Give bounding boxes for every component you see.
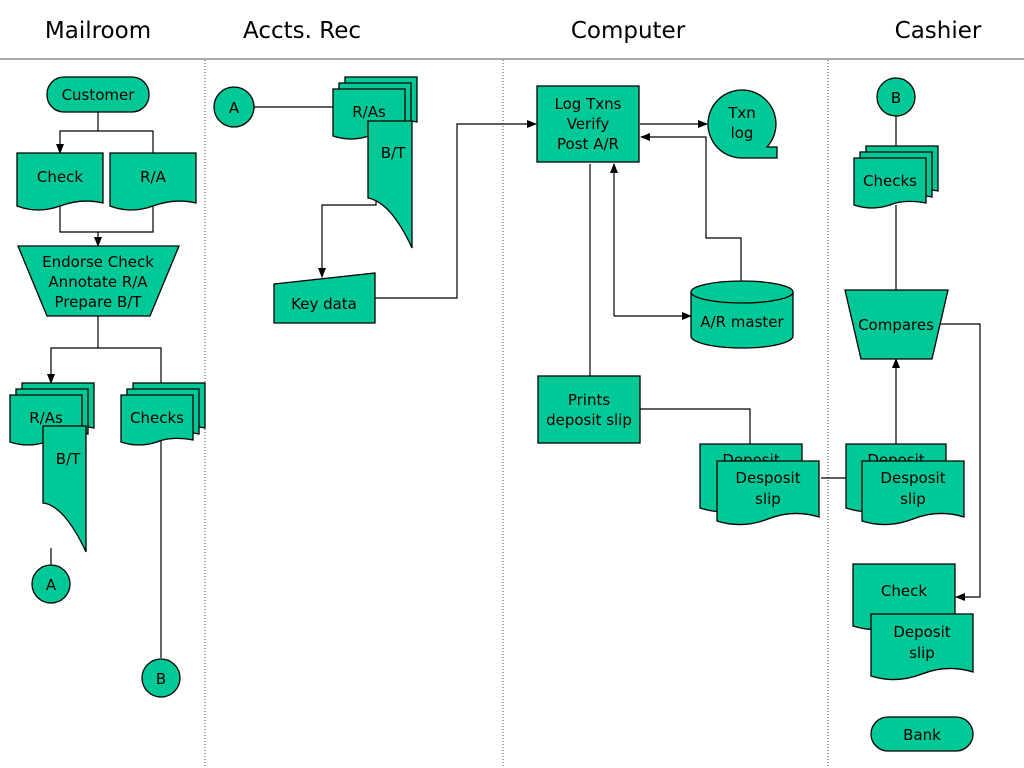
- bank-label: Bank: [903, 726, 941, 744]
- bt-document: B/T: [42, 425, 87, 553]
- connector-b-label: B: [156, 670, 166, 688]
- customer-label: Customer: [62, 86, 136, 104]
- endorse-manual-operation: Endorse Check Annotate R/A Prepare B/T: [17, 245, 180, 317]
- ra-document: R/A: [109, 152, 197, 211]
- accts-bt-document: B/T: [367, 120, 413, 249]
- process-line-3: Post A/R: [557, 135, 619, 153]
- accts-ras-label: R/As: [352, 103, 386, 121]
- arrow-customer-check: [56, 130, 98, 154]
- header-mailroom: Mailroom: [45, 18, 151, 44]
- txn-log-line-1: Txn: [727, 104, 756, 122]
- cashier-checks-multi-document: Checks: [853, 145, 939, 209]
- connectors: [47, 106, 981, 658]
- arrow-keydata-computer: [375, 120, 537, 299]
- deposit-slip-line-2: slip: [909, 644, 935, 662]
- cashier-check-label: Check: [881, 582, 927, 600]
- lane-computer: Log Txns Verify Post A/R Txn log A/R mas…: [536, 85, 820, 526]
- computer-deposit-slips: Deposit Desposit slip: [699, 443, 820, 526]
- connector-a-mailroom: A: [31, 564, 71, 604]
- prints-line-2: deposit slip: [546, 411, 632, 429]
- key-data-label: Key data: [291, 295, 357, 313]
- edge-check-ra-merge: [59, 200, 154, 233]
- cashier-slip-line-1: Desposit: [880, 469, 945, 487]
- ar-master-label: A/R master: [700, 313, 784, 331]
- edge-prints-slip: [640, 408, 751, 444]
- compares-label: Compares: [858, 316, 934, 334]
- endorse-line-1: Endorse Check: [42, 253, 154, 271]
- computer-slip-line-1: Desposit: [735, 469, 800, 487]
- arrow-compares-check: [936, 323, 981, 601]
- checks-multi-document: Checks: [120, 382, 206, 446]
- check-label: Check: [37, 168, 83, 186]
- edge-customer-ra: [98, 130, 154, 153]
- cashier-checks-label: Checks: [863, 172, 917, 190]
- check-document: Check: [16, 152, 104, 211]
- header-accts-rec: Accts. Rec: [243, 18, 361, 44]
- ra-label: R/A: [140, 168, 166, 186]
- txn-log-line-2: log: [731, 124, 754, 142]
- mailroom-checks-label: Checks: [130, 409, 184, 427]
- arrow-bt-keydata: [318, 197, 377, 278]
- key-data-manual-input: Key data: [273, 272, 376, 324]
- connector-b-cashier: B: [876, 77, 916, 117]
- endorse-line-3: Prepare B/T: [55, 293, 143, 311]
- accts-bt-label: B/T: [381, 144, 406, 162]
- header-cashier: Cashier: [895, 18, 982, 44]
- arrow-to-ras: [47, 347, 98, 384]
- cashier-slip-line-2: slip: [900, 490, 926, 508]
- cashier-deposit-slip-document: Deposit slip: [870, 613, 974, 681]
- compares-manual-operation: Compares: [844, 289, 949, 360]
- customer-terminator: Customer: [46, 76, 150, 113]
- ras-label: R/As: [29, 409, 63, 427]
- connector-a-label: A: [46, 576, 57, 594]
- prints-deposit-slip-process: Prints deposit slip: [537, 375, 641, 444]
- prints-line-1: Prints: [568, 391, 611, 409]
- connector-a-accts: A: [213, 86, 255, 128]
- log-verify-post-process: Log Txns Verify Post A/R: [536, 85, 640, 163]
- lane-mailroom: Customer Check R/A Endorse Check Annotat…: [9, 76, 206, 698]
- accts-connector-a-label: A: [229, 99, 240, 117]
- header-computer: Computer: [571, 18, 686, 44]
- bank-terminator: Bank: [870, 716, 974, 752]
- cashier-connector-b-label: B: [891, 89, 901, 107]
- arrow-armaster-process: [640, 133, 742, 281]
- ar-master-disk: A/R master: [690, 280, 794, 349]
- lane-accts-rec: A R/As B/T Key data: [213, 76, 418, 324]
- connector-b-mailroom: B: [141, 658, 181, 698]
- edge-to-checks: [98, 347, 162, 383]
- process-line-1: Log Txns: [555, 95, 622, 113]
- endorse-line-2: Annotate R/A: [48, 273, 148, 291]
- process-line-2: Verify: [567, 115, 610, 133]
- bt-label: B/T: [56, 450, 81, 468]
- computer-slip-line-2: slip: [755, 490, 781, 508]
- lane-cashier: B Checks Compares Deposit Desposit slip …: [844, 77, 974, 752]
- swimlane-headers: Mailroom Accts. Rec Computer Cashier: [45, 18, 982, 44]
- txn-log-magnetic-tape: Txn log: [707, 89, 778, 159]
- cashier-deposit-slips: Deposit Desposit slip: [845, 443, 965, 526]
- deposit-slip-line-1: Deposit: [893, 623, 950, 641]
